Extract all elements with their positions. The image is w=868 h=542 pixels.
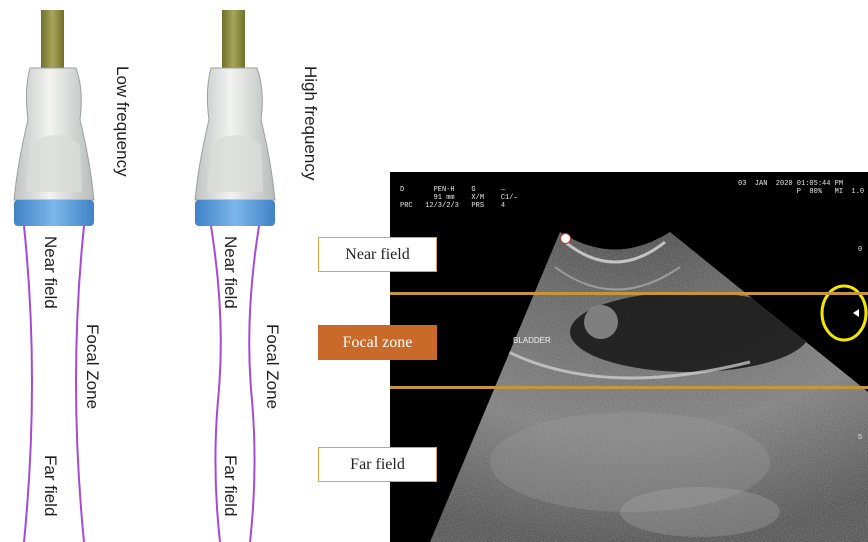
probe-cable xyxy=(222,10,245,68)
focal-zone-box: Focal zone xyxy=(318,325,437,360)
far-field-box: Far field xyxy=(318,447,437,482)
ultrasound-header-left: D PEN-H G — 91 mm X/M C1/– PRC 12/3/2/3 … xyxy=(400,186,518,210)
depth-mark-0: 0 xyxy=(858,246,862,254)
probe-tip xyxy=(195,200,275,226)
focus-arrow-icon xyxy=(853,309,859,317)
depth-mark-5: 5 xyxy=(858,434,862,442)
low-frequency-label: Low frequency xyxy=(112,66,132,177)
high-frequency-probe-diagram xyxy=(180,0,320,542)
focal-zone-label: Focal Zone xyxy=(82,324,102,409)
focal-zone-label: Focal Zone xyxy=(262,324,282,409)
probe-body xyxy=(14,68,94,200)
probe-body xyxy=(195,68,275,200)
ultrasound-image: D PEN-H G — 91 mm X/M C1/– PRC 12/3/2/3 … xyxy=(390,172,868,542)
bladder-label: BLADDER xyxy=(513,336,551,345)
probe-tip xyxy=(14,200,94,226)
far-field-label: Far field xyxy=(40,455,60,516)
high-frequency-label: High frequency xyxy=(300,66,320,180)
near-field-label: Near field xyxy=(40,236,60,309)
near-focal-boundary-line xyxy=(390,292,868,295)
orientation-marker-icon xyxy=(560,233,571,244)
probe-cable xyxy=(41,10,64,68)
ultrasound-sector xyxy=(390,172,868,542)
near-field-box: Near field xyxy=(318,237,437,272)
focal-far-boundary-line xyxy=(390,386,868,389)
far-field-label: Far field xyxy=(220,455,240,516)
near-field-label: Near field xyxy=(220,236,240,309)
ultrasound-header-right: 03 JAN 2020 01:05:44 PM P 80% MI 1.0 xyxy=(738,180,864,196)
